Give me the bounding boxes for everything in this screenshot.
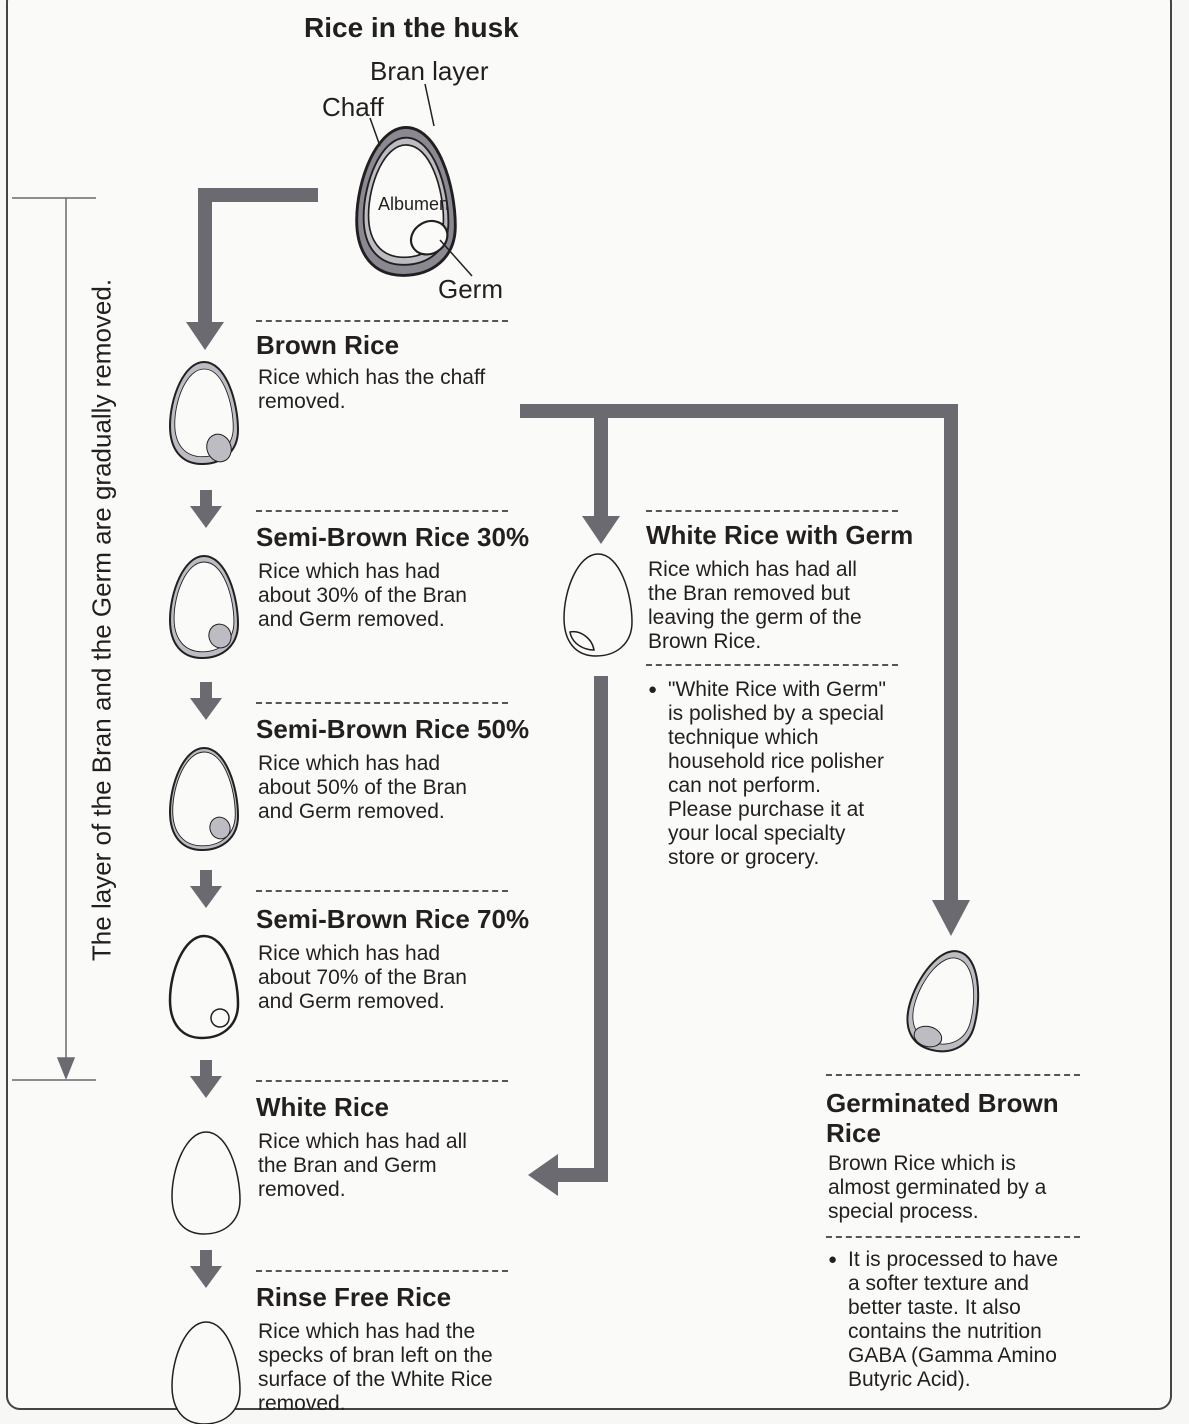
albumen-label: Albumen: [378, 194, 450, 214]
stage-title: Semi-Brown Rice 30%: [256, 522, 530, 552]
divider: [256, 890, 508, 892]
stage-description: Rice which has had about 50% of the Bran…: [258, 752, 467, 823]
stage-description: Rice which has had the specks of bran le…: [258, 1320, 493, 1415]
bran-layer-label: Bran layer: [370, 56, 489, 86]
germ-rice-description: Rice which has had all the Bran removed …: [648, 558, 862, 653]
divider: [256, 1080, 508, 1082]
chaff-leader: [369, 117, 381, 147]
germinated-grain: [898, 941, 993, 1061]
husk-to-brown-arrow: [186, 188, 318, 350]
divider: [646, 664, 898, 666]
germ-rice-title: White Rice with Germ: [646, 520, 914, 550]
stage-description: Rice which has had all the Bran and Germ…: [258, 1130, 467, 1201]
white-rice-grain: [171, 1131, 241, 1235]
white-rice-germ-grain: [563, 553, 633, 657]
diagram-title: Rice in the husk: [304, 12, 519, 43]
rinse-free-grain: [171, 1321, 241, 1424]
germinated-note: It is processed to have a softer texture…: [828, 1248, 1058, 1392]
stage-description: Rice which has the chaff removed.: [258, 366, 486, 413]
divider: [256, 702, 508, 704]
stage-title: Semi-Brown Rice 50%: [256, 714, 530, 744]
germinated-title: Germinated Brown Rice: [826, 1088, 1059, 1148]
divider: [826, 1236, 1080, 1238]
stage-title: Semi-Brown Rice 70%: [256, 904, 530, 934]
divider: [646, 510, 898, 512]
germ-rice-note: "White Rice with Germ" is polished by a …: [648, 678, 886, 870]
divider: [256, 1270, 508, 1272]
bran-leader: [424, 83, 435, 127]
semi-brown-70-grain: [168, 934, 240, 1040]
semi-brown-30-grain: [169, 555, 239, 659]
stage-title: Rinse Free Rice: [256, 1282, 452, 1312]
removal-bracket: [12, 197, 96, 1081]
divider: [256, 320, 508, 322]
husk-grain: [355, 126, 457, 277]
stage-title: White Rice: [256, 1092, 389, 1122]
stage-title: Brown Rice: [256, 330, 400, 360]
germinated-description: Brown Rice which is almost germinated by…: [828, 1152, 1047, 1223]
side-label: The layer of the Bran and the Germ are g…: [86, 278, 117, 962]
stage-description: Rice which has had about 70% of the Bran…: [258, 942, 467, 1013]
semi-brown-50-grain: [169, 747, 239, 851]
stage-description: Rice which has had about 30% of the Bran…: [258, 560, 467, 631]
germ-label: Germ: [438, 274, 503, 304]
chaff-label: Chaff: [322, 92, 384, 122]
brown-rice-grain: [169, 361, 239, 465]
divider: [826, 1074, 1080, 1076]
divider: [256, 510, 508, 512]
germ-leader: [439, 239, 473, 277]
stage-arrows: [190, 490, 222, 1288]
branch-arrows: [520, 404, 970, 1196]
